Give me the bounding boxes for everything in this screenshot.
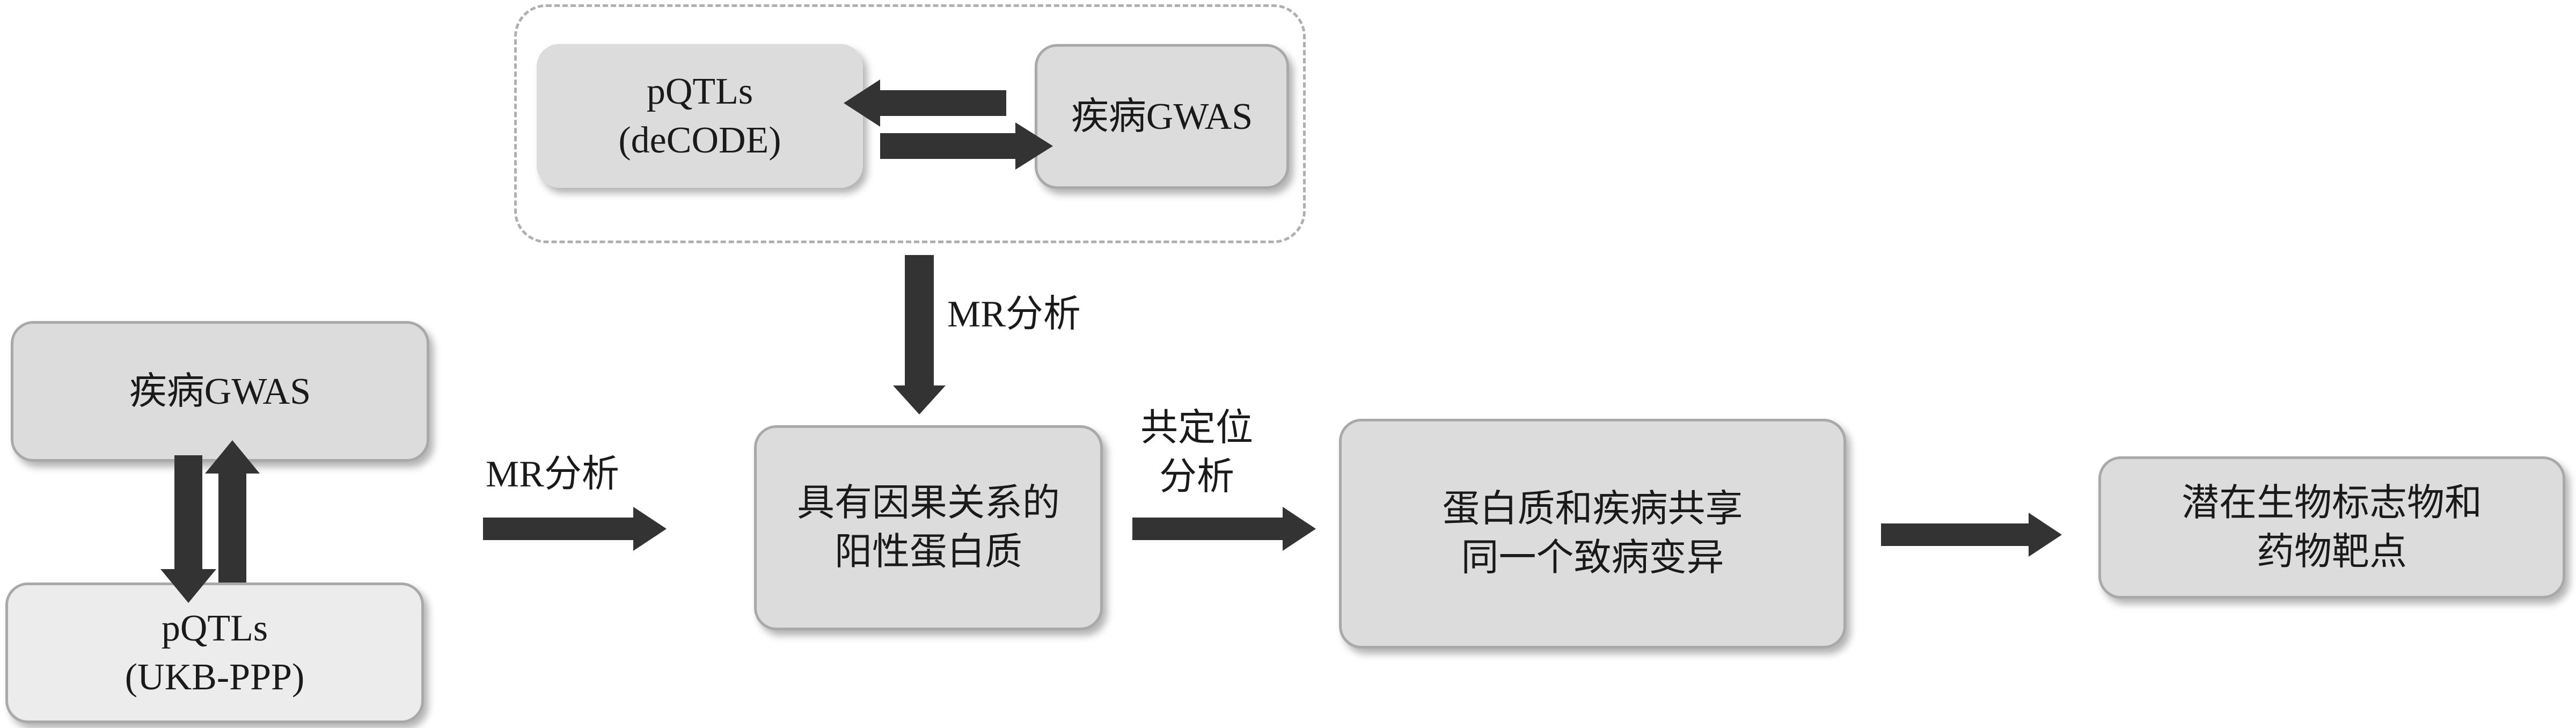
targets-line2: 药物靶点 xyxy=(2257,531,2407,573)
shared-variant-line1: 蛋白质和疾病共享 xyxy=(1442,489,1743,530)
mr-analysis-vertical-label: MR分析 xyxy=(947,294,1081,335)
arrow-right-icon xyxy=(1881,513,2062,557)
arrow-right-icon xyxy=(880,122,1053,170)
arrow-up-icon xyxy=(205,440,260,583)
causal-proteins-box: 具有因果关系的 阳性蛋白质 xyxy=(754,425,1103,630)
causal-proteins-line1: 具有因果关系的 xyxy=(797,483,1060,524)
colocalization-label: 共定位 分析 xyxy=(1140,404,1253,501)
pqtls-ukb-line2: (UKB-PPP) xyxy=(125,657,305,698)
pqtls-ukb-box: pQTLs (UKB-PPP) xyxy=(5,583,424,723)
targets-line1: 潜在生物标志物和 xyxy=(2182,482,2482,524)
top-disease-gwas-label: 疾病GWAS xyxy=(1071,96,1253,137)
top-disease-gwas-box: 疾病GWAS xyxy=(1035,44,1289,189)
left-disease-gwas-label: 疾病GWAS xyxy=(129,370,311,412)
pqtls-decode-box: pQTLs (deCODE) xyxy=(537,44,863,188)
pqtls-decode-line1: pQTLs xyxy=(646,71,753,112)
shared-variant-line2: 同一个致病变异 xyxy=(1461,537,1724,579)
mr-analysis-horizontal-label: MR分析 xyxy=(486,454,619,495)
arrow-left-icon xyxy=(844,79,1006,127)
arrow-down-icon xyxy=(893,255,946,414)
shared-variant-box: 蛋白质和疾病共享 同一个致病变异 xyxy=(1339,419,1846,649)
causal-proteins-line2: 阳性蛋白质 xyxy=(835,532,1022,573)
arrow-down-icon xyxy=(160,455,216,603)
pqtls-ukb-line1: pQTLs xyxy=(161,608,268,649)
targets-box: 潜在生物标志物和 药物靶点 xyxy=(2098,456,2565,599)
arrow-right-icon xyxy=(1132,507,1316,551)
top-group-container xyxy=(514,4,1306,243)
pqtls-decode-line2: (deCODE) xyxy=(618,120,781,161)
colocalization-line2: 分析 xyxy=(1159,456,1234,498)
colocalization-line1: 共定位 xyxy=(1140,407,1253,449)
arrow-right-icon xyxy=(483,507,667,551)
